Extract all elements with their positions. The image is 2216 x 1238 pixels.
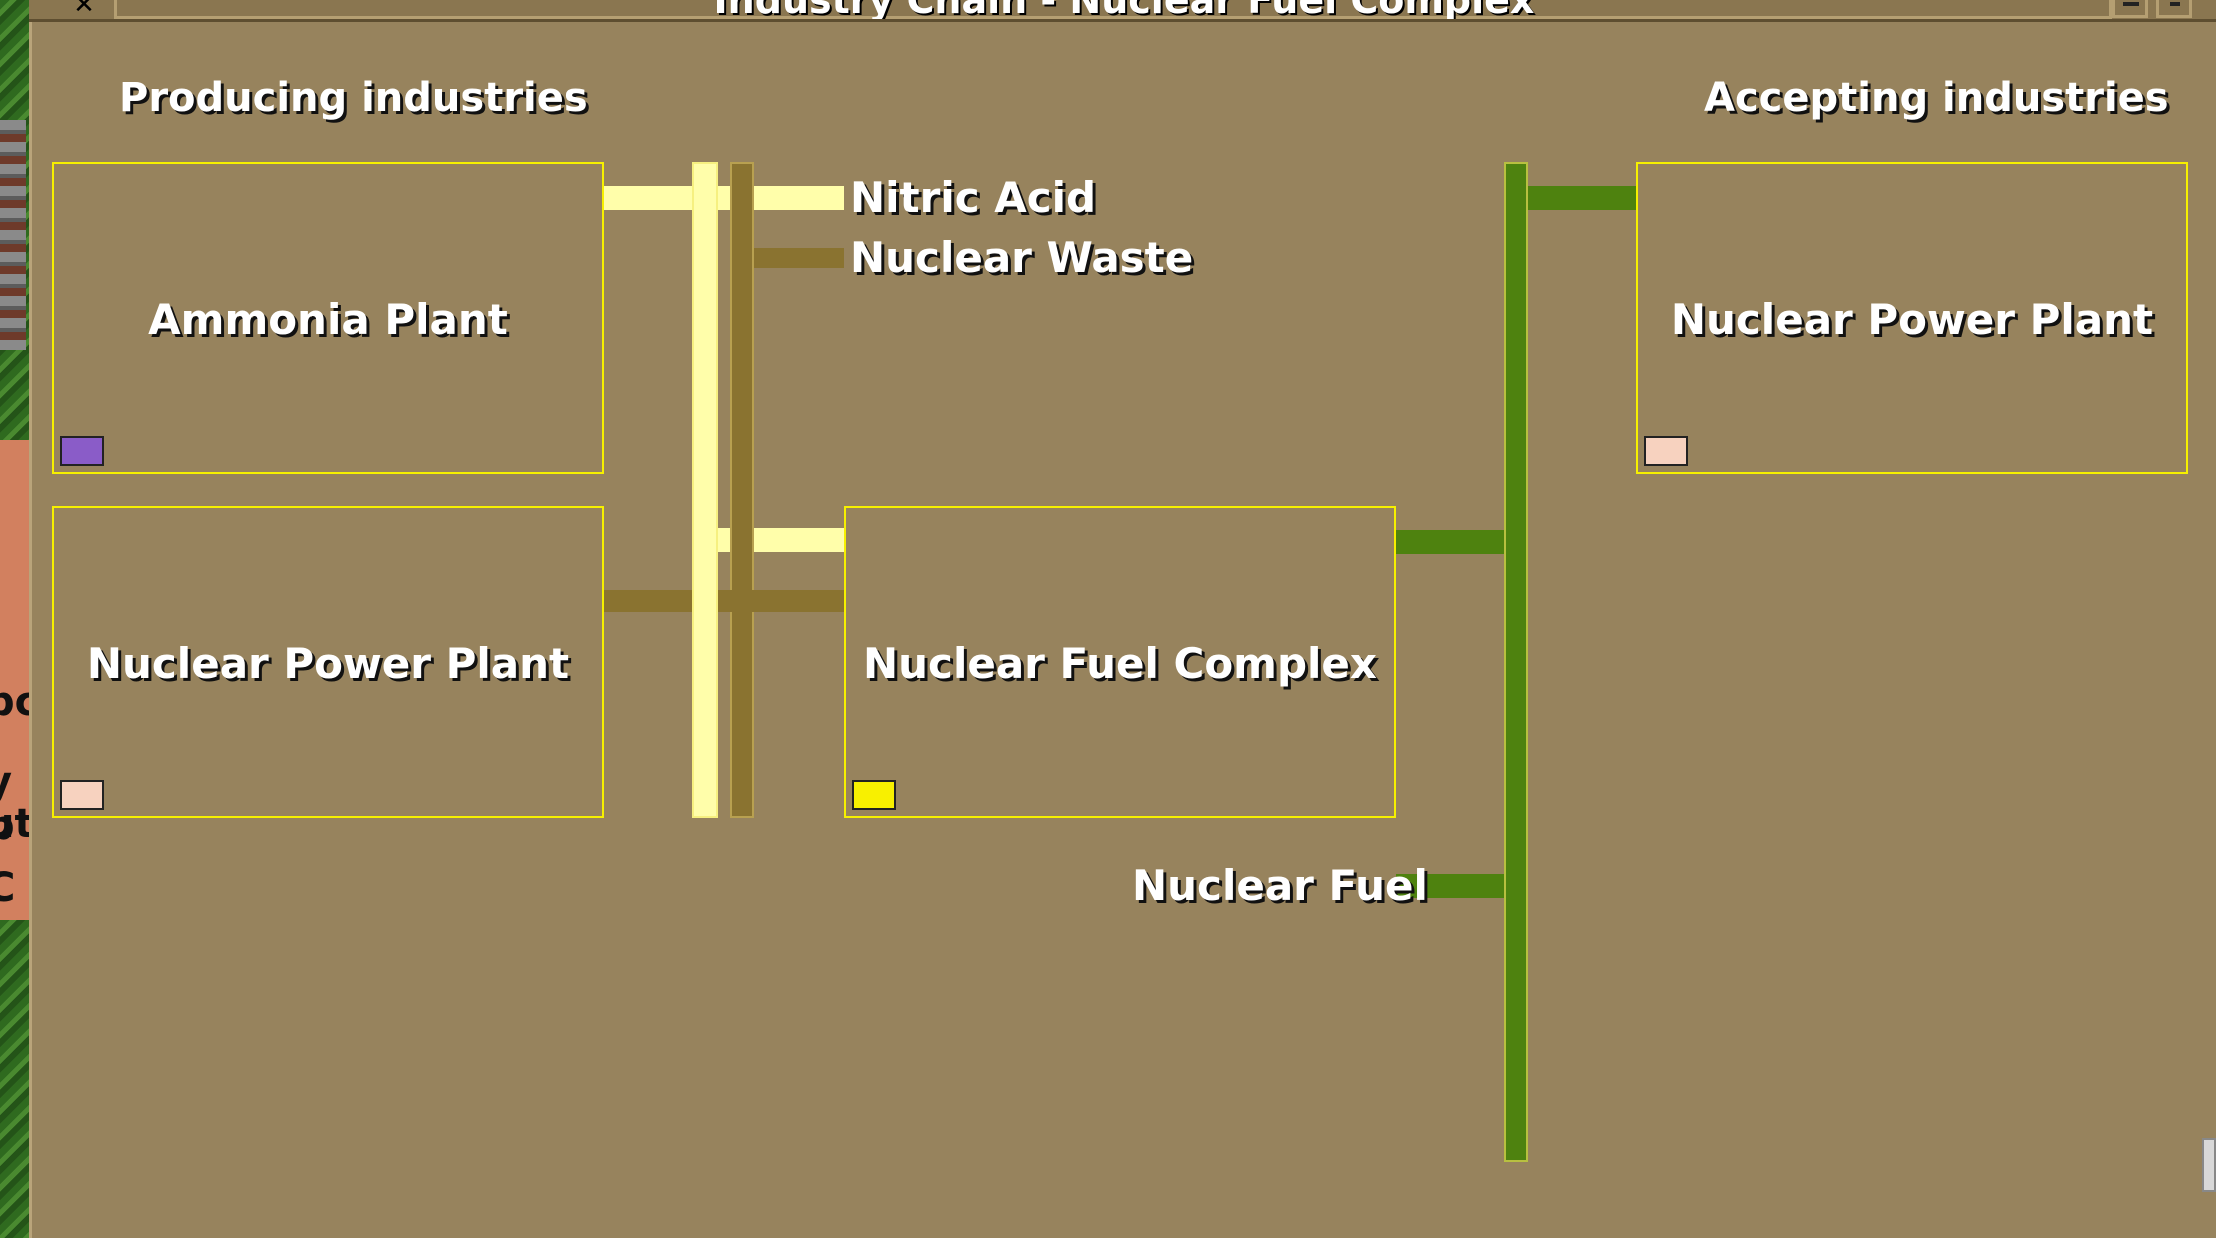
window-title: Industry Chain - Nuclear Fuel Complex [713, 0, 1535, 22]
cargo-bus-nuclear-waste [730, 162, 754, 818]
background-window-text: ut [0, 801, 31, 847]
cargo-label-nuclear-waste: Nuclear Waste [850, 233, 1194, 282]
industry-name: Nuclear Power Plant [86, 639, 570, 688]
cargo-bus-nuclear-fuel [1504, 162, 1528, 1162]
industry-color-swatch [60, 436, 104, 466]
background-window-text: y b [0, 760, 15, 849]
accepting-industries-heading: Accepting industries [1704, 75, 2169, 121]
game-viewport-strip: pc y b ut C [0, 0, 31, 1238]
background-window: pc y b ut C [0, 440, 31, 920]
shade-icon [2123, 2, 2139, 6]
title-frame [114, 0, 2112, 19]
background-window-text: pc [0, 679, 31, 725]
cargo-label-nitric-acid: Nitric Acid [850, 173, 1097, 222]
cargo-bus-nitric-acid-front [692, 162, 718, 818]
sticky-icon [2170, 2, 2180, 6]
window-titlebar[interactable]: ✕ Industry Chain - Nuclear Fuel Complex [29, 0, 2216, 22]
industry-name: Nuclear Fuel Complex [863, 639, 1377, 688]
building-terrain [0, 120, 26, 350]
grass-terrain [0, 920, 31, 1238]
window-resize-handle[interactable] [2202, 1138, 2216, 1192]
cargo-label-nuclear-fuel: Nuclear Fuel [1132, 861, 1428, 910]
industry-name: Ammonia Plant [148, 295, 508, 344]
industry-color-swatch [1644, 436, 1688, 466]
cargo-line-nuclear-fuel [1396, 530, 1504, 554]
selected-industry-nuclear-fuel-complex[interactable]: Nuclear Fuel Complex [844, 506, 1396, 818]
cargo-line-nuclear-fuel [1528, 186, 1636, 210]
background-window-text: C [0, 865, 16, 911]
producer-industry-nuclear-power-plant[interactable]: Nuclear Power Plant [52, 506, 604, 818]
producer-industry-ammonia-plant[interactable]: Ammonia Plant [52, 162, 604, 474]
cargo-line-nuclear-waste [754, 248, 844, 268]
cargo-line-nuclear-waste [604, 590, 844, 612]
industry-name: Nuclear Power Plant [1670, 295, 2154, 344]
industry-chain-window [29, 0, 2216, 1238]
industry-color-swatch [60, 780, 104, 810]
sticky-button[interactable] [2156, 0, 2192, 18]
acceptor-industry-nuclear-power-plant[interactable]: Nuclear Power Plant [1636, 162, 2188, 474]
cargo-line-nitric-acid [604, 186, 844, 210]
close-icon[interactable]: ✕ [73, 0, 95, 20]
cargo-line-nuclear-fuel [1396, 874, 1504, 898]
shade-button[interactable] [2112, 0, 2148, 18]
industry-color-swatch [852, 780, 896, 810]
producing-industries-heading: Producing industries [119, 75, 588, 121]
